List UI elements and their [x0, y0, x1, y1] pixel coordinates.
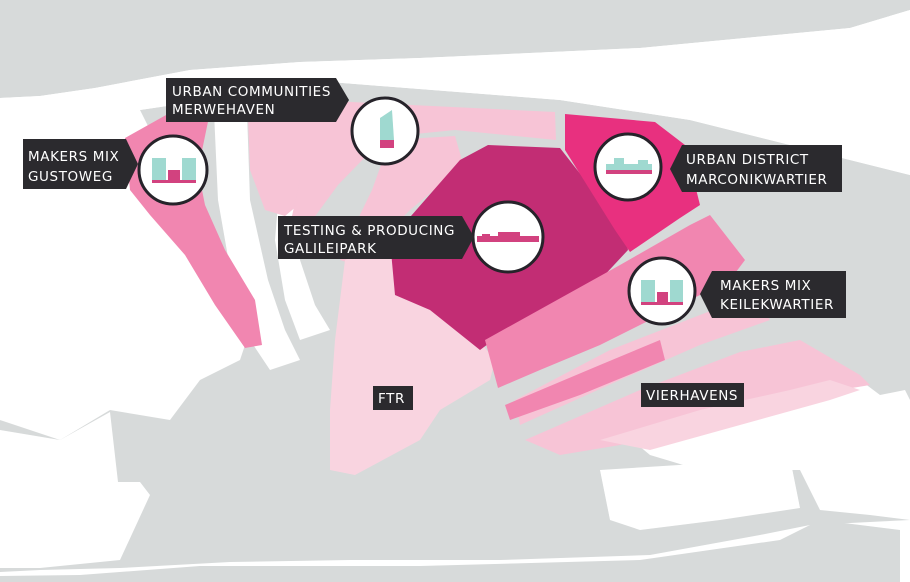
- land-shore: [0, 420, 900, 582]
- zone-keilekwartier[interactable]: [485, 215, 745, 388]
- label-gustoweg[interactable]: MAKERS MIX GUSTOWEG: [23, 139, 138, 189]
- zone-ftr: [330, 240, 495, 475]
- district-buildings-icon: [606, 158, 652, 174]
- label-gustoweg-line1: MAKERS MIX: [28, 149, 119, 165]
- badge-marconikwartier[interactable]: [593, 132, 663, 202]
- badge-galileipark[interactable]: [471, 200, 545, 274]
- zone-vierhavens-3: [505, 340, 665, 420]
- label-galilei-line1: TESTING & PRODUCING: [283, 223, 455, 239]
- label-vierhavens[interactable]: VIERHAVENS: [641, 383, 744, 407]
- badge-gustoweg[interactable]: [137, 134, 209, 206]
- water-harbour-left: [0, 125, 220, 430]
- label-keilek-line1: MAKERS MIX: [720, 278, 811, 294]
- water-top-left: [0, 10, 910, 175]
- label-keilek-line2: KEILEKWARTIER: [720, 297, 834, 313]
- label-gustoweg-line2: GUSTOWEG: [28, 169, 113, 185]
- label-merwehaven[interactable]: URBAN COMMUNITIES MERWEHAVEN: [166, 78, 349, 122]
- water-channel-1: [214, 112, 300, 370]
- label-merwehaven-line1: URBAN COMMUNITIES: [172, 84, 331, 100]
- tower-building-icon: [380, 110, 394, 148]
- label-marconikwartier[interactable]: URBAN DISTRICT MARCONIKWARTIER: [670, 145, 842, 192]
- label-marconi-line2: MARCONIKWARTIER: [686, 172, 827, 188]
- badge-keilekwartier[interactable]: [627, 256, 697, 326]
- industrial-building-icon: [477, 232, 539, 242]
- mixed-buildings-icon: [152, 158, 196, 183]
- land-main: [0, 0, 910, 98]
- mixed-buildings-icon: [641, 280, 683, 305]
- label-galilei-line2: GALILEIPARK: [284, 241, 377, 257]
- water-lower-left: [0, 412, 150, 568]
- label-keilekwartier[interactable]: MAKERS MIX KEILEKWARTIER: [700, 271, 846, 318]
- water-bottom-strip: [600, 458, 800, 530]
- badge-merwehaven[interactable]: [350, 96, 420, 166]
- label-marconi-line1: URBAN DISTRICT: [686, 152, 809, 168]
- zone-vierhavens-4: [600, 380, 860, 450]
- label-galileipark[interactable]: TESTING & PRODUCING GALILEIPARK: [278, 216, 474, 259]
- label-ftr[interactable]: FTR: [373, 386, 413, 410]
- label-merwehaven-line2: MERWEHAVEN: [172, 102, 275, 118]
- label-vierhavens-text: VIERHAVENS: [646, 388, 738, 404]
- water-basins: [0, 10, 910, 568]
- label-ftr-text: FTR: [378, 391, 405, 407]
